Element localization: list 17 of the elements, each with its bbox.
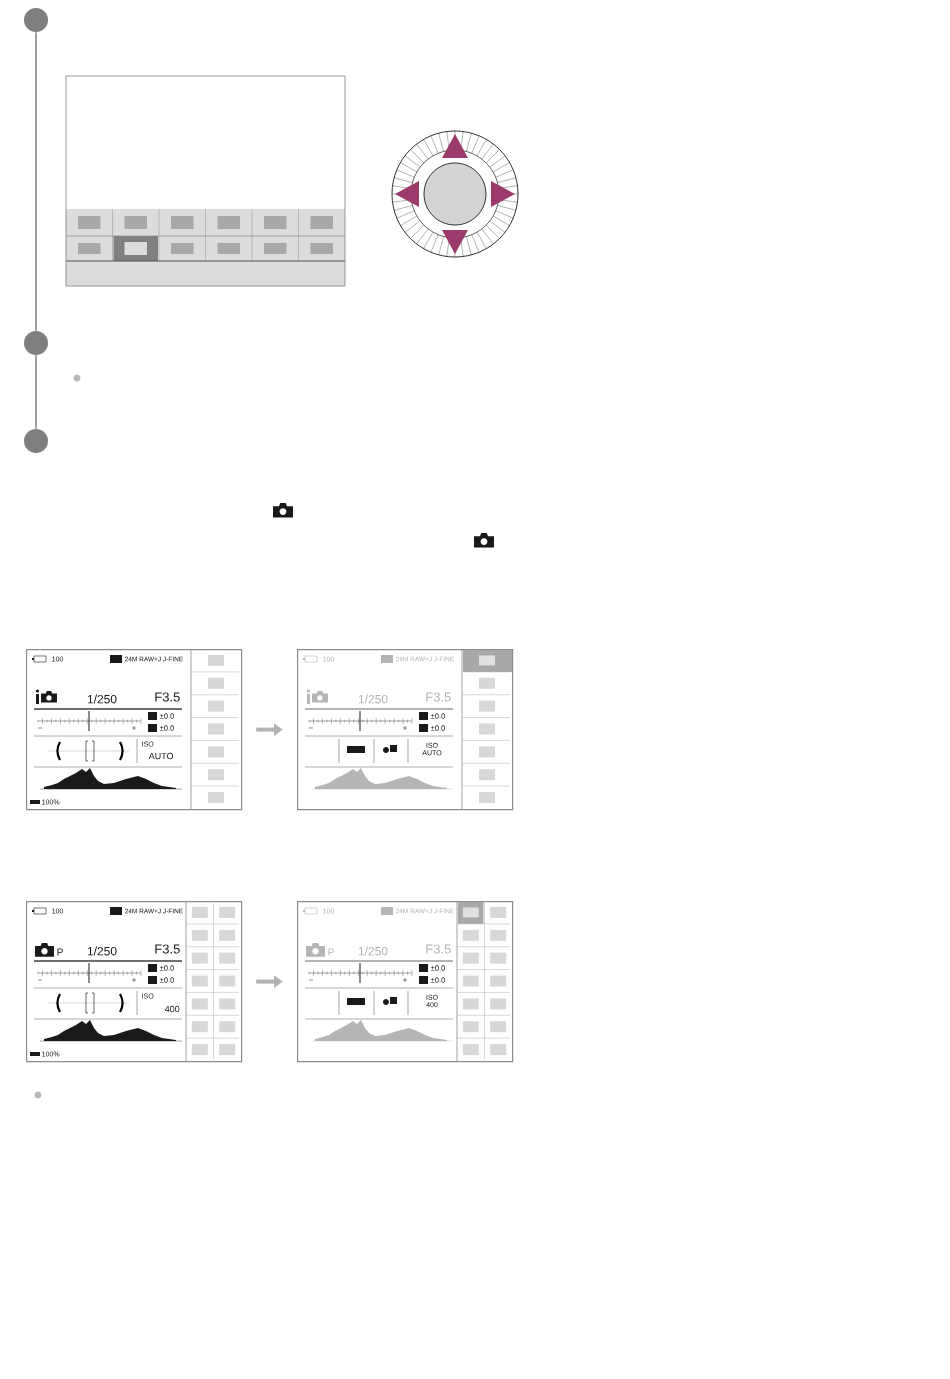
screen-readout: 1/250 (358, 694, 388, 704)
screen-readout: F3.5 (155, 944, 180, 954)
step-line (35, 354, 37, 430)
screen-readout: 1/250 (358, 946, 388, 956)
step-line (35, 31, 37, 332)
screen-readout: F3.5 (155, 692, 180, 702)
screen-readout: 400 (164, 1005, 180, 1013)
screen-readout: AUTO (148, 752, 174, 760)
step-circle (24, 331, 48, 355)
screen-readout: 1/250 (87, 694, 117, 704)
step-circle (24, 8, 48, 32)
screen-readout: P (328, 948, 334, 956)
screen-readout: F3.5 (426, 692, 451, 702)
screen-readout: 1/250 (87, 946, 117, 956)
screen-readout: F3.5 (426, 944, 451, 954)
step-circle (24, 429, 48, 453)
screen-readout: P (57, 948, 63, 956)
